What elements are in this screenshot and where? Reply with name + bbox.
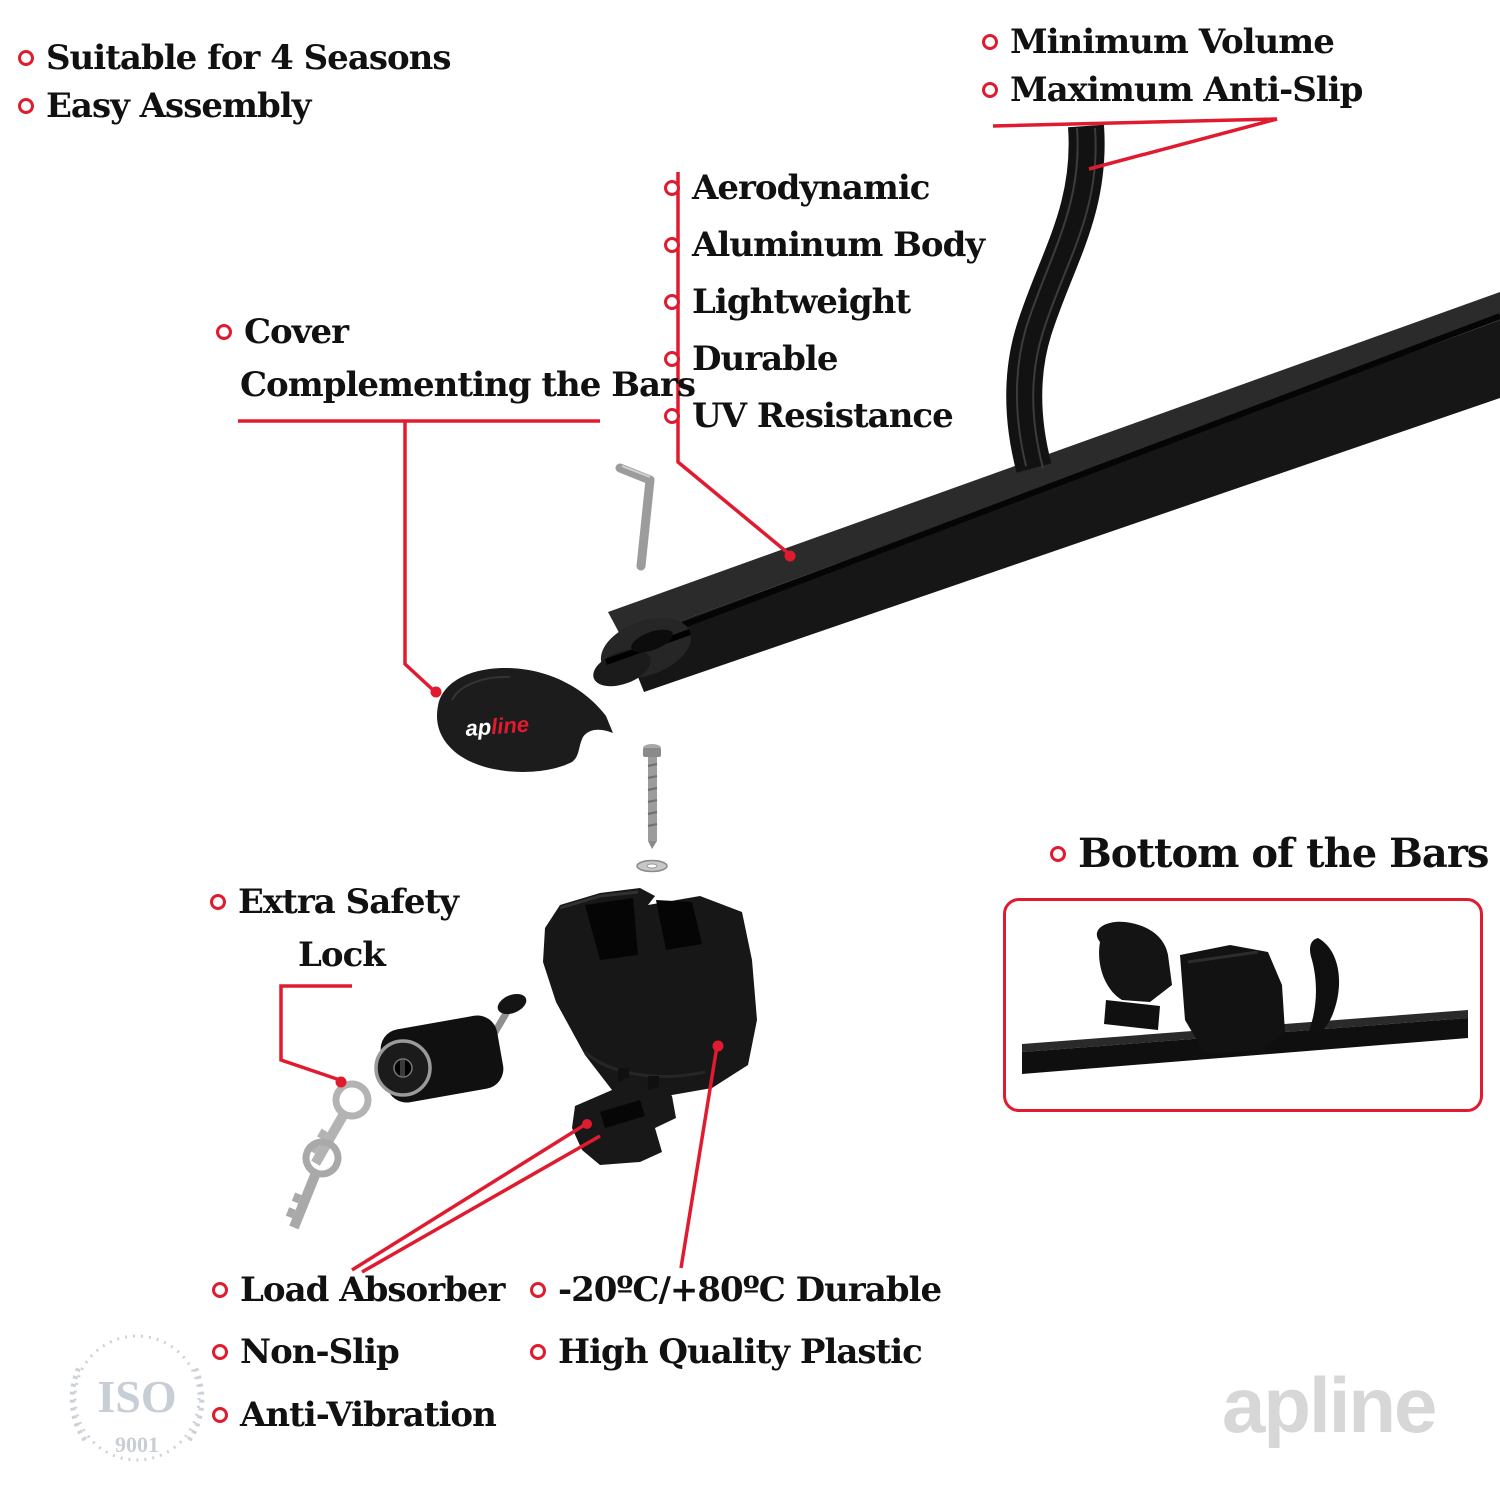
feature-label: Suitable for 4 Seasons — [46, 38, 452, 78]
keys-icon — [285, 1080, 372, 1230]
bullet-icon — [18, 50, 34, 66]
rubber-strip — [1006, 124, 1105, 473]
svg-text:9001: 9001 — [115, 1432, 159, 1457]
feature-temp-durable: -20ºC/+80ºC Durable — [530, 1270, 942, 1310]
feature-durable: Durable — [664, 339, 838, 379]
feature-uv: UV Resistance — [664, 396, 954, 436]
callout-dot-bar — [784, 550, 796, 562]
feature-label: Complementing the Bars — [240, 365, 696, 405]
feature-seasons: Suitable for 4 Seasons — [18, 38, 452, 78]
callout-cover-line1: Cover — [216, 312, 349, 352]
callout-line-durable — [679, 1045, 719, 1269]
feature-load-absorber: Load Absorber — [212, 1270, 505, 1310]
callout-dot-bracket — [582, 1119, 592, 1129]
feature-label: -20ºC/+80ºC Durable — [558, 1270, 942, 1310]
feature-label: Cover — [244, 312, 349, 352]
callout-cover-line2: Complementing the Bars — [240, 365, 696, 405]
feature-label: Lock — [298, 935, 386, 975]
callout-line-absorber-a — [351, 1122, 587, 1272]
callout-lock-line2: Lock — [298, 935, 386, 975]
bullet-icon — [210, 894, 226, 910]
callout-dot-foot — [712, 1040, 724, 1052]
bullet-icon — [530, 1282, 546, 1298]
bullet-icon — [212, 1282, 228, 1298]
brand-watermark: apline — [1222, 1361, 1437, 1449]
feature-label: Aluminum Body — [692, 225, 985, 265]
bullet-icon — [212, 1407, 228, 1423]
feature-label: Minimum Volume — [1010, 22, 1335, 62]
feature-label: Aerodynamic — [692, 168, 930, 208]
bullet-icon — [216, 324, 232, 340]
callout-dot-cover — [430, 686, 442, 698]
feature-label: UV Resistance — [692, 396, 954, 436]
feature-quality-plastic: High Quality Plastic — [530, 1332, 923, 1372]
cover-logo: apline — [465, 712, 530, 741]
callout-line-lock — [279, 984, 352, 1081]
bullet-icon — [664, 351, 680, 367]
feature-label: High Quality Plastic — [558, 1332, 923, 1372]
bullet-icon — [664, 180, 680, 196]
feature-label: Durable — [692, 339, 838, 379]
bar-cover: apline — [437, 668, 613, 772]
feature-aluminum: Aluminum Body — [664, 225, 985, 265]
callout-dot-lock — [335, 1076, 347, 1088]
feature-anti-slip: Maximum Anti-Slip — [982, 70, 1363, 110]
mounting-foot — [543, 888, 757, 1098]
bottom-bars-box — [1003, 898, 1483, 1112]
bullet-icon — [530, 1344, 546, 1360]
feature-label: Maximum Anti-Slip — [1010, 70, 1363, 110]
feature-label: Load Absorber — [240, 1270, 505, 1310]
feature-label: Anti-Vibration — [240, 1395, 497, 1435]
svg-text:ISO: ISO — [97, 1371, 176, 1422]
bottom-bars-heading: Bottom of the Bars — [1050, 830, 1489, 878]
load-absorber-bracket — [572, 1068, 676, 1165]
bullet-icon — [664, 408, 680, 424]
bullet-icon — [664, 294, 680, 310]
callout-line-bar — [676, 172, 790, 555]
feature-lightweight: Lightweight — [664, 282, 911, 322]
callout-line-strip — [992, 117, 1278, 171]
feature-anti-vibration: Anti-Vibration — [212, 1395, 497, 1435]
iso-badge: ISO 9001 — [69, 1334, 205, 1462]
callout-line-cover — [403, 421, 434, 691]
feature-label: Lightweight — [692, 282, 911, 322]
bullet-icon — [212, 1344, 228, 1360]
bolt-icon — [643, 744, 661, 849]
callout-lock-line1: Extra Safety — [210, 882, 459, 922]
bullet-icon — [982, 82, 998, 98]
feature-label: Easy Assembly — [46, 86, 311, 126]
bottom-bars-artwork — [1022, 921, 1468, 1074]
bullet-icon — [18, 98, 34, 114]
feature-label: Non-Slip — [240, 1332, 400, 1372]
callout-lines — [238, 117, 1278, 1274]
feature-aerodynamic: Aerodynamic — [664, 168, 930, 208]
feature-non-slip: Non-Slip — [212, 1332, 400, 1372]
washer-icon — [636, 859, 668, 873]
roof-bar — [593, 292, 1500, 692]
feature-min-volume: Minimum Volume — [982, 22, 1335, 62]
feature-label: Bottom of the Bars — [1078, 830, 1489, 877]
callout-line-absorber-b — [361, 1134, 601, 1274]
bullet-icon — [982, 34, 998, 50]
safety-lock — [374, 993, 527, 1103]
feature-label: Extra Safety — [238, 882, 459, 922]
feature-assembly: Easy Assembly — [18, 86, 311, 126]
callout-dots — [335, 550, 796, 1129]
bullet-icon — [1050, 846, 1066, 862]
allen-key-icon — [615, 463, 655, 571]
bullet-icon — [664, 237, 680, 253]
